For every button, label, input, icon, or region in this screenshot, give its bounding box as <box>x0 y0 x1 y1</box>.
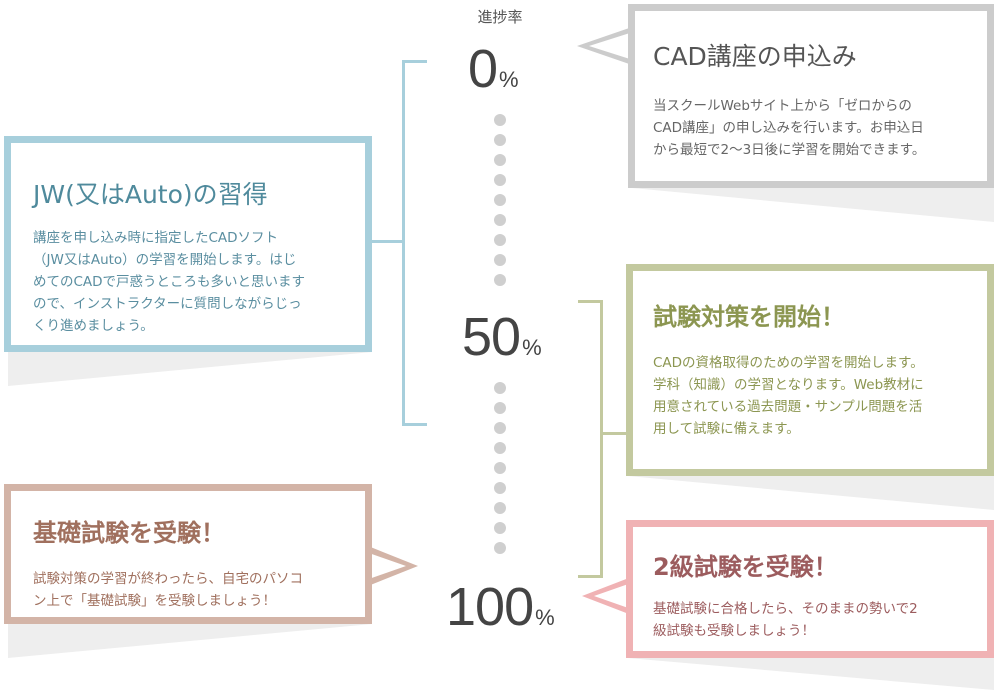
bracket-jw-phase <box>402 60 427 426</box>
step-desc-line: 用意されている過去問題・サンプル問題を活 <box>653 399 923 415</box>
progress-dot <box>494 214 506 226</box>
progress-dot <box>494 114 506 126</box>
progress-dot <box>494 522 506 534</box>
step-desc-line: 講座を申し込み時に指定したCADソフト <box>33 230 279 246</box>
progress-dot <box>494 442 506 454</box>
bracket-jw-connector <box>372 240 402 243</box>
progress-marker-value: 100 <box>446 577 534 637</box>
step-desc-line: ので、インストラクターに質問しながらじっ <box>33 296 302 312</box>
progress-dot <box>494 174 506 186</box>
step-desc-line: 試験対策の学習が終わったら、自宅のパソコ <box>33 571 303 587</box>
progress-dot <box>494 274 506 286</box>
step-title: JW(又はAuto)の習得 <box>33 180 268 209</box>
step-desc-line: ン上で「基礎試験」を受験しましょう！ <box>33 593 276 609</box>
progress-dot <box>494 194 506 206</box>
progress-dot <box>494 254 506 266</box>
bracket-exam-prep-connector <box>600 432 626 435</box>
progress-dot <box>494 422 506 434</box>
step-desc-line: CADの資格取得のための学習を開始します。 <box>653 355 924 371</box>
step-title: CAD講座の申込み <box>653 42 857 71</box>
percent-symbol: % <box>535 605 555 630</box>
step-desc-line: 基礎試験に合格したら、そのままの勢いで2 <box>653 601 918 617</box>
percent-symbol: % <box>522 335 542 360</box>
progress-dot <box>494 134 506 146</box>
pointer-arrow-step5-inner <box>594 582 634 610</box>
progress-marker-0: 0% <box>468 42 519 96</box>
pointer-arrow-step4-inner <box>366 552 406 580</box>
step-title: 基礎試験を受験！ <box>33 519 225 547</box>
step-card-application: CAD講座の申込み 当スクールWebサイト上から「ゼロからの CAD講座」の申し… <box>628 4 994 188</box>
step-card-exam-prep: 試験対策を開始！ CADの資格取得のための学習を開始します。 学科（知識）の学習… <box>626 264 994 476</box>
step-desc-line: 学科（知識）の学習となります。Web教材に <box>653 377 924 393</box>
card-shadow <box>632 188 994 222</box>
progress-marker-50: 50% <box>462 310 542 364</box>
pointer-arrow-step1-inner <box>589 32 633 60</box>
progress-dot <box>494 482 506 494</box>
step-card-jw-learning: JW(又はAuto)の習得 講座を申し込み時に指定したCADソフト （JW又はA… <box>4 136 372 352</box>
progress-marker-100: 100% <box>446 580 555 634</box>
card-shadow <box>628 658 994 690</box>
progress-axis-label: 進捗率 <box>477 8 523 26</box>
step-desc-line: 用して試験に備えます。 <box>653 421 800 437</box>
card-shadow <box>8 352 372 386</box>
bracket-exam-prep-phase <box>578 300 603 578</box>
progress-dot <box>494 154 506 166</box>
step-desc-line: くり進めましょう。 <box>33 318 154 334</box>
progress-dot <box>494 402 506 414</box>
progress-marker-value: 50 <box>462 307 521 367</box>
percent-symbol: % <box>499 67 519 92</box>
progress-dot <box>494 382 506 394</box>
step-desc-line: めてのCADで戸惑うところも多いと思います <box>33 274 306 290</box>
step-desc-line: CAD講座」の申し込みを行います。お申込日 <box>653 120 924 136</box>
step-title: 2級試験を受験！ <box>653 553 838 581</box>
step-desc-line: 当スクールWebサイト上から「ゼロからの <box>653 98 912 114</box>
card-shadow <box>628 476 994 510</box>
progress-marker-value: 0 <box>468 39 498 99</box>
step-desc-line: （JW又はAuto）の学習を開始します。はじ <box>33 252 297 268</box>
step-card-level2-exam: 2級試験を受験！ 基礎試験に合格したら、そのままの勢いで2 級試験も受験しましょ… <box>626 520 994 658</box>
progress-dot <box>494 234 506 246</box>
progress-dot <box>494 462 506 474</box>
progress-dot <box>494 502 506 514</box>
step-desc-line: 級試験も受験しましょう！ <box>653 623 815 639</box>
step-title: 試験対策を開始！ <box>653 303 845 331</box>
progress-dot <box>494 542 506 554</box>
card-shadow <box>8 624 372 658</box>
step-card-basic-exam: 基礎試験を受験！ 試験対策の学習が終わったら、自宅のパソコ ン上で「基礎試験」を… <box>4 484 372 624</box>
step-desc-line: から最短で2〜3日後に学習を開始できます。 <box>653 142 926 158</box>
